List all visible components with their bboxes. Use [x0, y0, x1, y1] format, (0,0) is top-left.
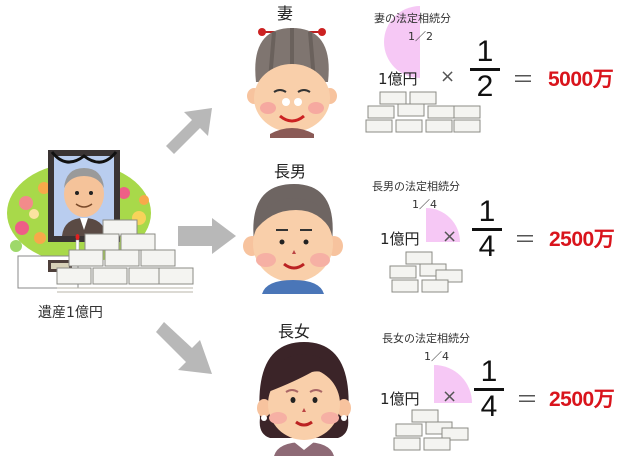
- heir-title-eldest-son: 長男: [273, 162, 306, 181]
- multiply-sign-eldest-son: ×: [442, 226, 458, 247]
- heir-title-eldest-daughter: 長女: [277, 322, 310, 341]
- share-fraction-small-eldest-son: 1／4: [412, 198, 437, 211]
- share-title-eldest-daughter: 長女の法定相続分: [382, 332, 470, 345]
- money-pile-wife: [364, 90, 484, 140]
- fraction-eldest-daughter: 1 4: [474, 355, 504, 423]
- fraction-denominator: 4: [478, 230, 496, 263]
- fraction-wife: 1 2: [470, 35, 500, 103]
- share-title-eldest-son: 長男の法定相続分: [372, 180, 460, 193]
- estate-amount-eldest-daughter: 1億円: [380, 390, 420, 408]
- arrow-up-right-icon: [158, 98, 218, 162]
- wife-avatar: [244, 22, 340, 142]
- share-title-wife: 妻の法定相続分: [374, 12, 451, 25]
- eldest-son-avatar: [240, 180, 346, 298]
- multiply-sign-wife: ×: [440, 66, 456, 87]
- multiply-sign-eldest-daughter: ×: [442, 386, 458, 407]
- result-eldest-son: 2500万: [549, 228, 615, 251]
- share-fraction-small-wife: 1／2: [408, 30, 433, 43]
- money-pile-estate: [55, 218, 195, 298]
- arrow-down-right-icon: [152, 316, 218, 382]
- fraction-bar: [470, 68, 500, 71]
- equals-sign-eldest-son: ＝: [514, 228, 537, 253]
- fraction-eldest-son: 1 4: [472, 195, 502, 263]
- fraction-numerator: 1: [478, 195, 496, 228]
- fraction-bar: [472, 228, 502, 231]
- arrow-right-icon: [176, 216, 238, 260]
- equals-sign-wife: ＝: [512, 68, 535, 93]
- fraction-bar: [474, 388, 504, 391]
- estate-amount-wife: 1億円: [378, 70, 418, 88]
- eldest-daughter-avatar: [254, 338, 354, 460]
- estate-amount-eldest-son: 1億円: [380, 230, 420, 248]
- result-eldest-daughter: 2500万: [549, 388, 615, 411]
- result-wife: 5000万: [548, 68, 614, 91]
- heir-title-wife: 妻: [276, 4, 293, 23]
- fraction-numerator: 1: [480, 355, 498, 388]
- share-fraction-small-eldest-daughter: 1／4: [424, 350, 449, 363]
- equals-sign-eldest-daughter: ＝: [516, 388, 539, 413]
- fraction-denominator: 4: [480, 390, 498, 423]
- fraction-denominator: 2: [476, 70, 494, 103]
- fraction-numerator: 1: [476, 35, 494, 68]
- money-pile-eldest-daughter: [390, 408, 470, 458]
- money-pile-eldest-son: [386, 250, 466, 300]
- estate-label: 遺産1億円: [38, 305, 103, 321]
